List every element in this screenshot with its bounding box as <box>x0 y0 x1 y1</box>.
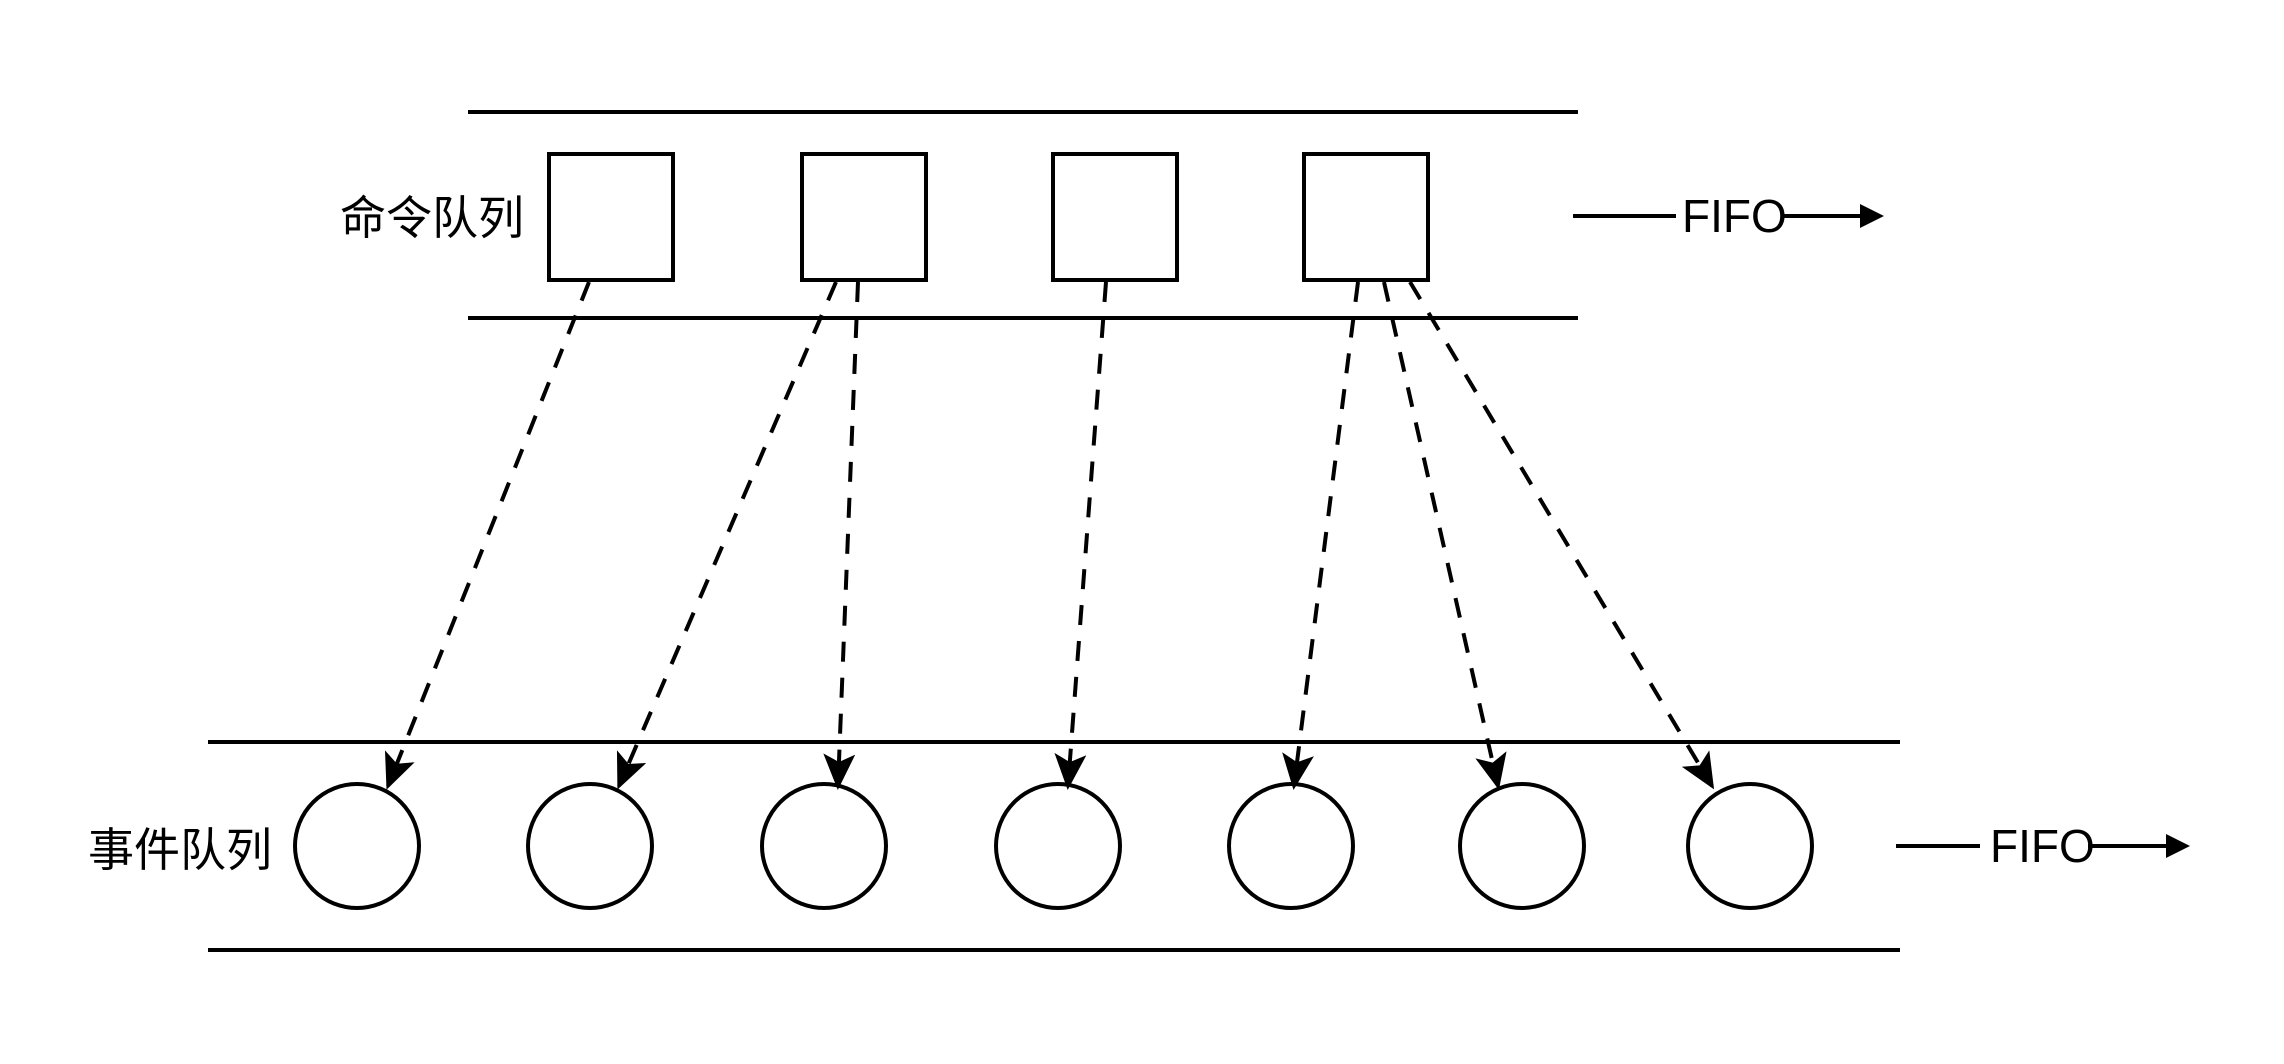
event-circle-6[interactable] <box>1458 782 1586 910</box>
event-circle-7[interactable] <box>1686 782 1814 910</box>
event-queue-label: 事件队列 <box>88 823 272 877</box>
event-fifo-label: FIFO <box>1990 820 2095 872</box>
link-cmd2-evt2 <box>616 281 838 790</box>
link-cmd4-evt5 <box>1282 281 1360 790</box>
command-queue-fifo-indicator: FIFO <box>1573 190 1884 242</box>
command-slot-4[interactable] <box>1302 152 1430 282</box>
link-cmd4-evt6 <box>1382 281 1507 790</box>
command-slot-1[interactable] <box>547 152 675 282</box>
event-circle-1[interactable] <box>293 782 421 910</box>
command-queue-label: 命令队列 <box>340 191 524 245</box>
command-to-event-links <box>384 280 1715 790</box>
event-queue-group: 事件队列 FIFO <box>88 740 2190 952</box>
command-slot-2[interactable] <box>800 152 928 282</box>
command-queue-group: 命令队列 FIFO <box>340 110 1884 320</box>
event-circle-4[interactable] <box>994 782 1122 910</box>
command-slots <box>547 152 1430 282</box>
event-circle-3[interactable] <box>760 782 888 910</box>
link-cmd3-evt4 <box>1054 281 1108 790</box>
event-queue-fifo-indicator: FIFO <box>1896 820 2190 872</box>
command-fifo-label: FIFO <box>1682 190 1787 242</box>
link-cmd1-evt1 <box>384 281 591 790</box>
link-cmd4-evt7 <box>1408 280 1715 790</box>
event-circles <box>293 782 1814 910</box>
event-circle-2[interactable] <box>526 782 654 910</box>
link-cmd2-evt3 <box>823 281 860 790</box>
command-slot-3[interactable] <box>1051 152 1179 282</box>
event-circle-5[interactable] <box>1227 782 1355 910</box>
